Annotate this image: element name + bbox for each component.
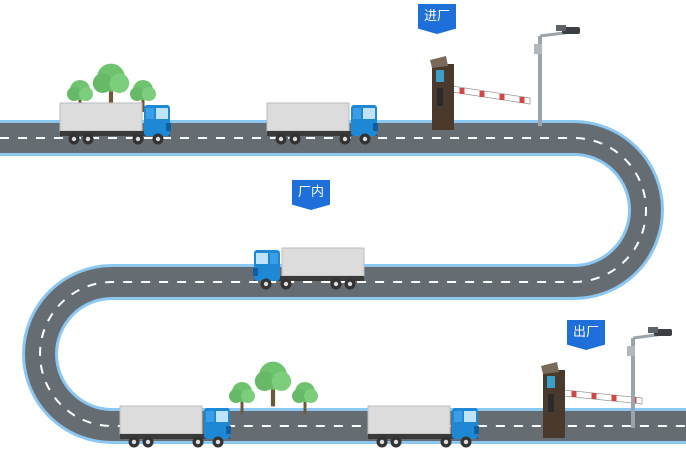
tree-group-bottom (229, 361, 318, 414)
inside-label: 厂内 (292, 180, 331, 210)
tree-icon (254, 361, 292, 407)
camera-pole-icon (534, 25, 580, 126)
tree-icon (92, 63, 130, 109)
exit-label: 出厂 (567, 320, 606, 350)
entry-gate (430, 25, 580, 130)
gate-barrier-icon (430, 56, 531, 130)
camera-pole-icon (627, 327, 672, 428)
exit-gate (541, 327, 672, 438)
road (0, 120, 686, 444)
entry-label: 进厂 (418, 4, 457, 34)
gate-barrier-icon (541, 362, 643, 438)
